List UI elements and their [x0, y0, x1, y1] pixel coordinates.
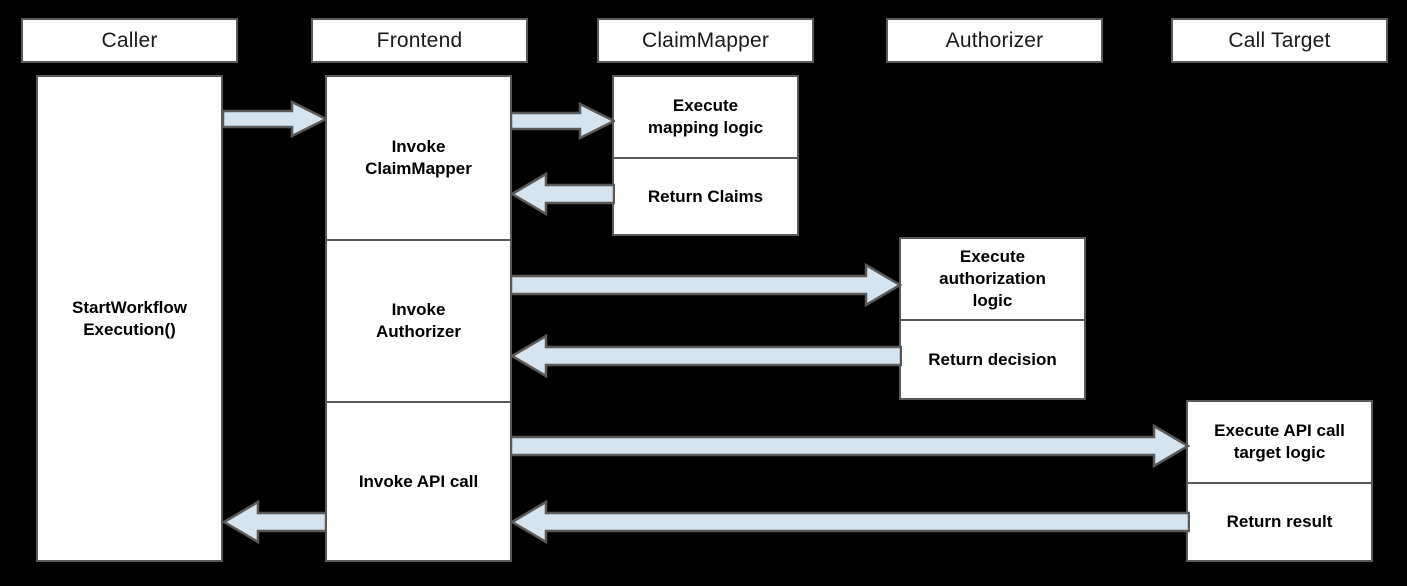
activation-calltarget-return-result-label: Return result	[1226, 512, 1333, 532]
activation-calltarget-return-result[interactable]: Return result	[1188, 482, 1371, 560]
message-arrow-frontend-to-caller[interactable]	[222, 500, 327, 544]
participant-header-caller[interactable]: Caller	[21, 18, 238, 63]
participant-header-calltarget-label: Call Target	[1228, 28, 1331, 52]
message-arrow-frontend-to-claimmapper[interactable]	[510, 102, 615, 140]
message-arrow-frontend-to-authorizer[interactable]	[510, 263, 902, 307]
participant-header-authorizer-label: Authorizer	[945, 28, 1044, 52]
participant-header-authorizer[interactable]: Authorizer	[886, 18, 1103, 63]
activation-frontend-invoke-api-call[interactable]: Invoke API call	[327, 401, 510, 560]
message-arrow-calltarget-to-frontend[interactable]	[510, 500, 1190, 544]
activation-frontend-invoke-api-call-label: Invoke API call	[358, 471, 479, 491]
message-arrow-authorizer-to-frontend[interactable]	[510, 334, 902, 378]
message-arrow-caller-to-frontend[interactable]	[222, 100, 327, 138]
participant-header-caller-label: Caller	[101, 28, 158, 52]
message-arrow-frontend-to-calltarget[interactable]	[510, 424, 1190, 468]
participant-header-claimmapper-label: ClaimMapper	[641, 28, 770, 52]
activation-claimmapper-return-claims[interactable]: Return Claims	[614, 157, 797, 234]
activation-authorizer-return-decision[interactable]: Return decision	[901, 319, 1084, 398]
activation-authorizer-return-decision-label: Return decision	[928, 349, 1057, 369]
activation-claimmapper-return-claims-label: Return Claims	[647, 186, 764, 206]
participant-header-calltarget[interactable]: Call Target	[1171, 18, 1388, 63]
participant-header-frontend-label: Frontend	[376, 28, 463, 52]
participant-header-frontend[interactable]: Frontend	[311, 18, 528, 63]
message-arrow-claimmapper-to-frontend[interactable]	[510, 172, 615, 216]
participant-header-claimmapper[interactable]: ClaimMapper	[597, 18, 814, 63]
